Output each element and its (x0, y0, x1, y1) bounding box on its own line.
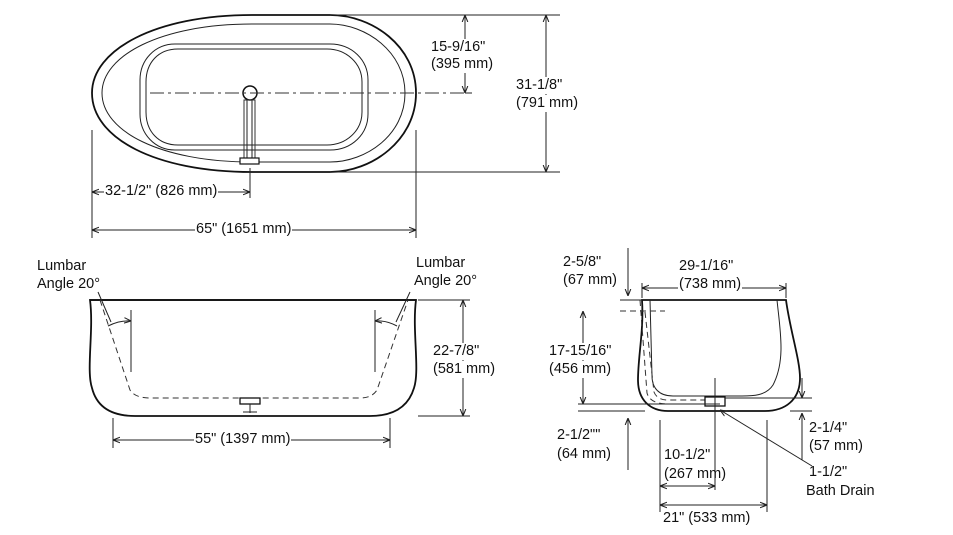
drain-size-label: 1-1/2" (809, 464, 848, 480)
drain-height-mm-label: (57 mm) (808, 438, 864, 455)
lumbar-left-label-2: Angle 20° (37, 276, 101, 292)
drain-leader (720, 410, 813, 467)
top-width-label: 29-1/16" (679, 258, 734, 274)
lumbar-left-label-1: Lumbar (37, 258, 87, 274)
base-width-label: 21" (533 mm) (662, 510, 752, 527)
tub-basin-outline (139, 43, 369, 151)
bath-drain-label: Bath Drain (806, 483, 875, 499)
side-profile (88, 299, 418, 417)
top-view (91, 14, 560, 238)
tub-inner-rim (101, 23, 406, 163)
lumbar-right-label-1: Lumbar (416, 255, 466, 271)
half-width-mm-label: (395 mm) (430, 56, 495, 73)
end-inner-wall (649, 299, 782, 397)
drain-center-label: 10-1/2" (664, 447, 711, 463)
overflow-pipe (243, 99, 256, 161)
depth-mm-label: (456 mm) (548, 361, 613, 378)
height-mm-label: (581 mm) (432, 361, 497, 378)
end-view (578, 248, 813, 512)
rim-drop-label: 2-5/8" (563, 254, 602, 270)
floor-thickness-label: 2-1/2"" (557, 427, 601, 443)
top-width-mm-label: (738 mm) (678, 276, 743, 293)
length-label: 65" (1651 mm) (195, 221, 293, 238)
height-label: 22-7/8" (432, 343, 481, 360)
floor-thickness-mm-label: (64 mm) (557, 446, 611, 462)
side-view (88, 291, 470, 448)
end-profile (637, 299, 801, 412)
width-label: 31-1/8" (515, 77, 564, 94)
side-interior (99, 299, 409, 399)
side-drain (239, 397, 261, 405)
bottom-length-label: 55" (1397 mm) (194, 431, 292, 448)
tub-outer-rim (91, 14, 417, 173)
overflow-fitting (239, 157, 260, 165)
width-mm-label: (791 mm) (515, 95, 580, 112)
lumbar-right-label-2: Angle 20° (414, 273, 478, 289)
drain-height-label: 2-1/4" (808, 420, 849, 437)
drain-offset-label: 32-1/2" (826 mm) (104, 183, 219, 200)
rim-drop-mm-label: (67 mm) (563, 272, 617, 288)
tub-basin-inner (145, 48, 363, 146)
depth-label: 17-15/16" (548, 343, 613, 360)
half-width-label: 15-9/16" (430, 39, 487, 56)
drain-center-mm-label: (267 mm) (664, 466, 727, 482)
end-interior-dashed (639, 299, 722, 405)
